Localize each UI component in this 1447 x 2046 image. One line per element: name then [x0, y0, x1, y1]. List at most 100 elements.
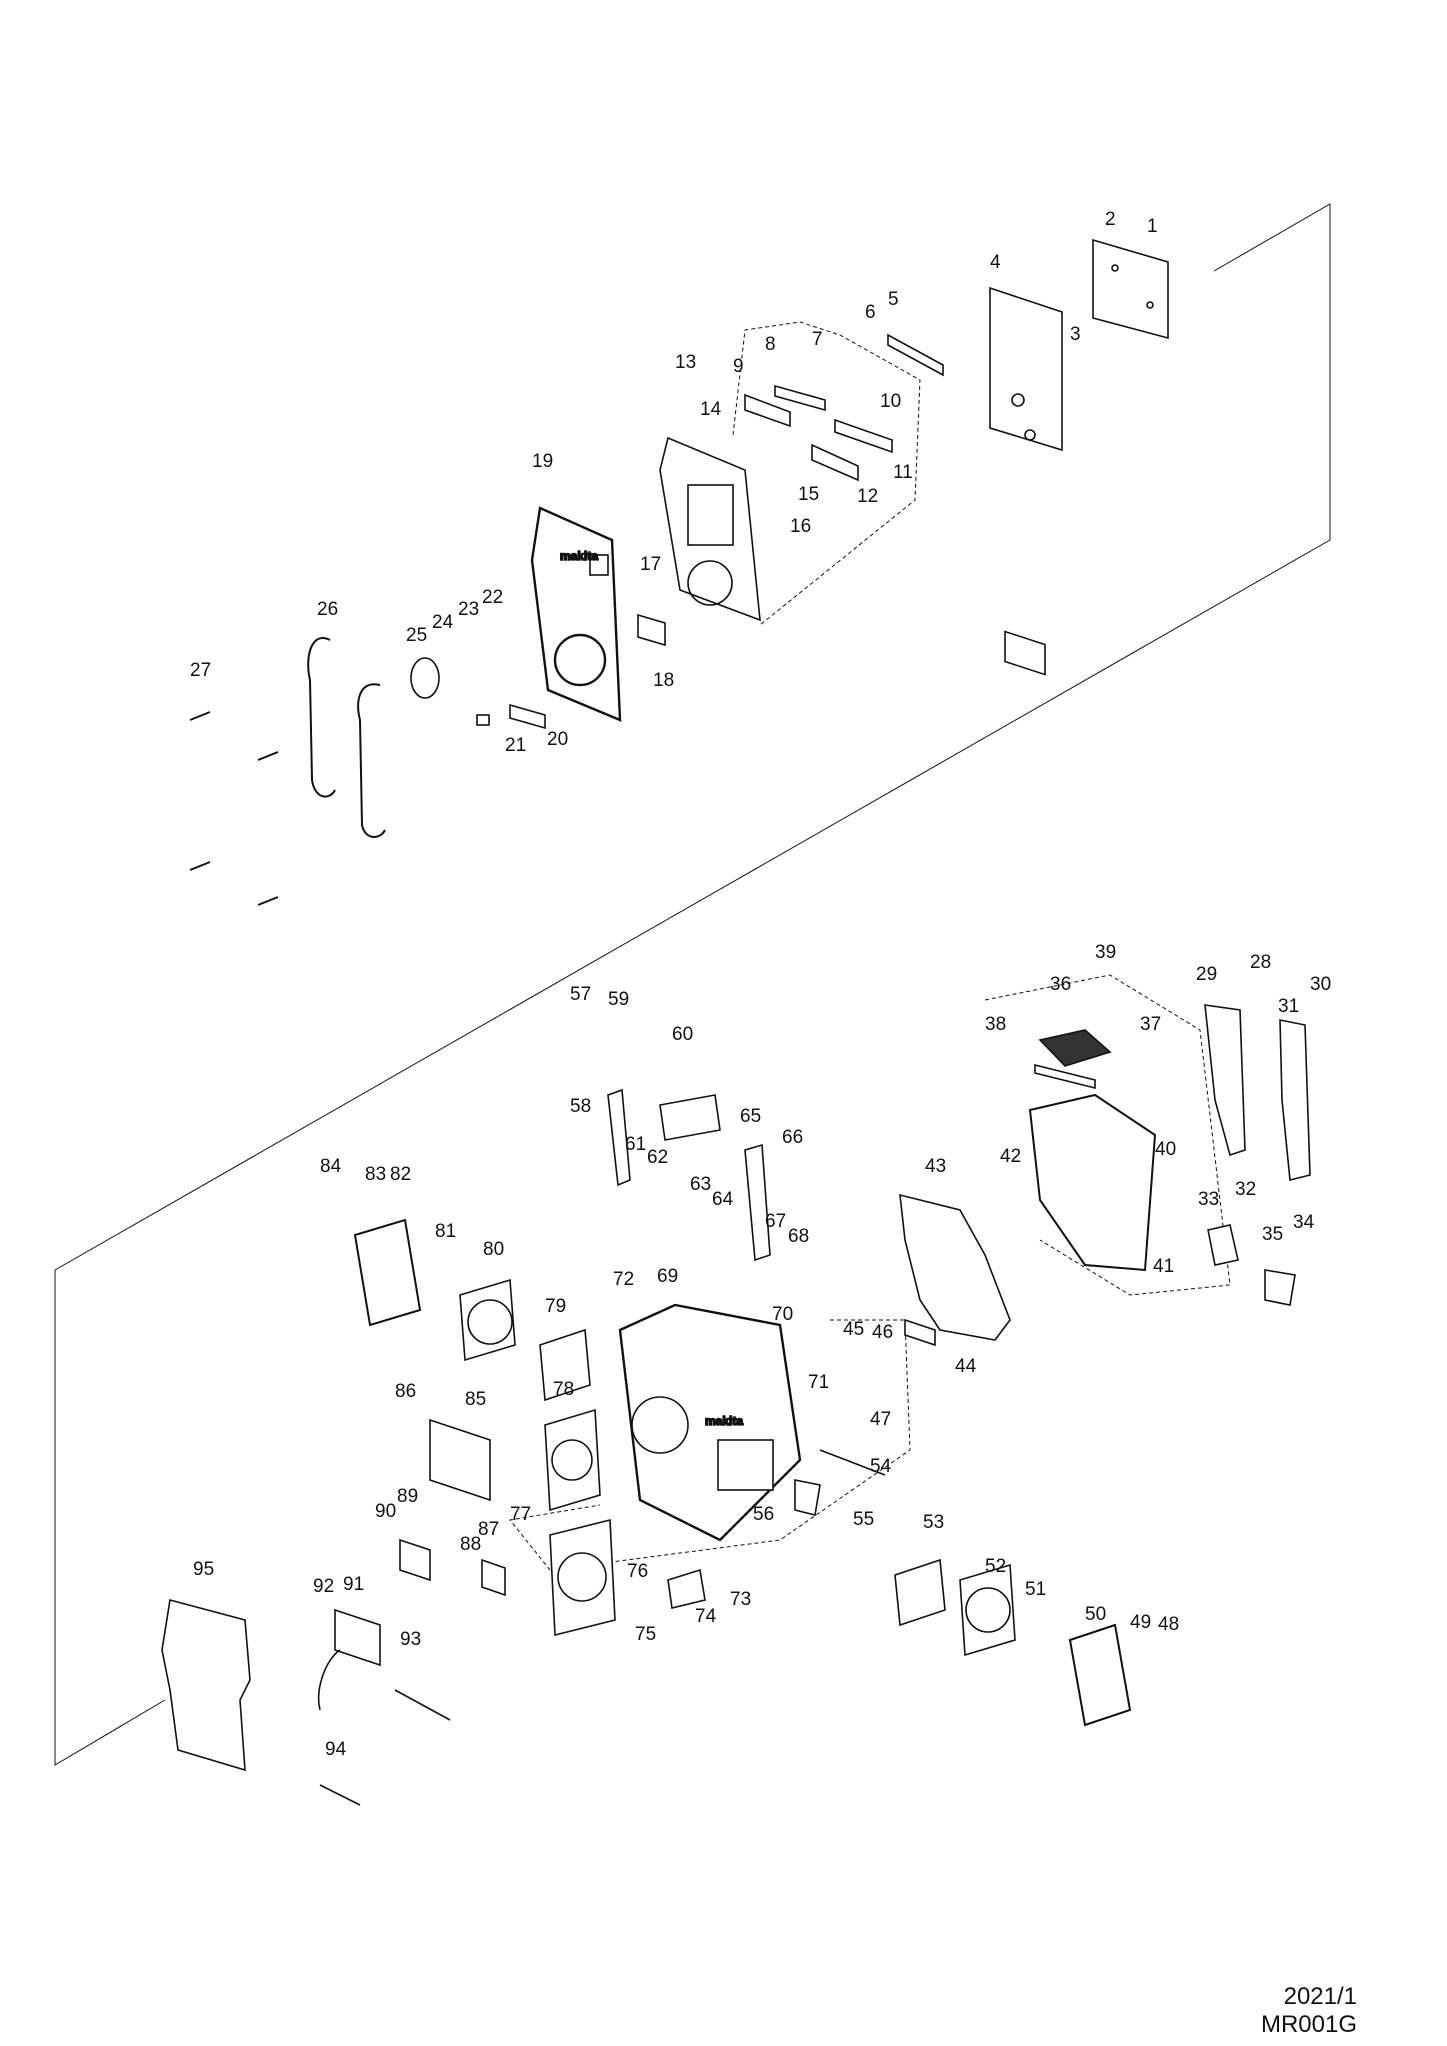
label-18 [637, 613, 666, 647]
callout-70: 70 [772, 1304, 793, 1325]
callout-18: 18 [653, 670, 674, 691]
bracket-56 [794, 1479, 821, 1516]
callout-67: 67 [765, 1211, 786, 1232]
callout-86: 86 [395, 1381, 416, 1402]
clip-21 [476, 714, 490, 726]
callout-88: 88 [460, 1534, 481, 1555]
callout-20: 20 [547, 729, 568, 750]
callout-72: 72 [613, 1269, 634, 1290]
callout-95: 95 [193, 1559, 214, 1580]
upper-section-boundary [54, 203, 1331, 1766]
circuit-board-85 [429, 1418, 491, 1502]
document-date: 2021/1 [1283, 1983, 1357, 2010]
speaker-gasket-79 [539, 1328, 591, 1402]
dashed-group-outline-39 [984, 974, 1231, 1296]
callout-89: 89 [397, 1486, 418, 1507]
speaker-frame-82 [353, 1218, 422, 1327]
callout-29: 29 [1196, 964, 1217, 985]
callout-65: 65 [740, 1106, 761, 1127]
callout-54: 54 [870, 1456, 892, 1477]
callout-37: 37 [1140, 1014, 1161, 1035]
callout-41: 41 [1153, 1256, 1174, 1277]
rod-54 [819, 1449, 886, 1476]
callout-85: 85 [465, 1389, 486, 1410]
front-housing-14 [659, 436, 761, 622]
callout-77: 77 [510, 1504, 531, 1525]
handle-65 [744, 1143, 771, 1262]
callout-58: 58 [570, 1096, 591, 1117]
callout-32: 32 [1235, 1179, 1256, 1200]
callout-3: 3 [1070, 324, 1081, 345]
callout-53: 53 [923, 1512, 944, 1533]
callout-14: 14 [700, 399, 722, 420]
switch-strip-6 [887, 333, 944, 377]
connector-73 [667, 1568, 706, 1609]
callout-19: 19 [532, 451, 553, 472]
callout-38: 38 [985, 1014, 1006, 1035]
switch-87 [481, 1558, 506, 1597]
callout-2: 2 [1105, 209, 1116, 230]
pcb-board-2 [1092, 238, 1169, 340]
speaker-frame-50 [1068, 1623, 1132, 1727]
callout-36: 36 [1050, 974, 1071, 995]
callout-9: 9 [733, 356, 744, 377]
callout-79: 79 [545, 1296, 566, 1317]
callout-24: 24 [432, 612, 454, 633]
callout-25: 25 [406, 625, 427, 646]
callout-81: 81 [435, 1221, 456, 1242]
handle-26 [307, 637, 386, 838]
callout-15: 15 [798, 484, 819, 505]
callout-34: 34 [1293, 1212, 1315, 1233]
model-number: MR001G [1260, 2011, 1357, 2038]
callout-83: 83 [365, 1164, 386, 1185]
callout-13: 13 [675, 352, 696, 373]
handle-59 [607, 1088, 631, 1187]
callout-61: 61 [625, 1134, 646, 1155]
callout-33: 33 [1198, 1189, 1219, 1210]
bracket-33 [1207, 1224, 1239, 1266]
callout-10: 10 [880, 391, 901, 412]
button-strip-12 [811, 443, 859, 482]
side-panel-31 [1279, 1019, 1311, 1182]
rod-94 [319, 1784, 361, 1806]
knob-25 [410, 657, 440, 699]
callout-92: 92 [313, 1576, 334, 1597]
callout-49: 49 [1130, 1612, 1151, 1633]
button-strip-9 [744, 393, 791, 428]
callout-48: 48 [1158, 1614, 1179, 1635]
callout-93: 93 [400, 1629, 421, 1650]
callout-76: 76 [627, 1561, 648, 1582]
callout-8: 8 [765, 334, 776, 355]
callout-40: 40 [1155, 1139, 1176, 1160]
gasket-43 [899, 1193, 1011, 1341]
callout-6: 6 [865, 302, 876, 323]
callout-59: 59 [608, 989, 629, 1010]
callout-50: 50 [1085, 1604, 1106, 1625]
gasket-95 [161, 1598, 251, 1772]
callout-75: 75 [635, 1624, 656, 1645]
callout-39: 39 [1095, 942, 1116, 963]
callout-87: 87 [478, 1519, 499, 1540]
callout-30: 30 [1310, 974, 1331, 995]
callout-71: 71 [808, 1372, 829, 1393]
bracket-20 [509, 703, 546, 730]
board-91 [317, 1608, 381, 1711]
speaker-52 [959, 1563, 1016, 1657]
callout-43: 43 [925, 1156, 946, 1177]
callout-51: 51 [1025, 1579, 1046, 1600]
callout-60: 60 [672, 1024, 693, 1045]
speaker-plate-76 [549, 1518, 616, 1637]
callout-84: 84 [320, 1156, 342, 1177]
makita-logo-front: makita [560, 549, 598, 563]
callout-31: 31 [1278, 996, 1299, 1017]
speaker-80 [459, 1278, 516, 1362]
side-panel-29 [1204, 1004, 1246, 1157]
callout-21: 21 [505, 735, 526, 756]
callout-45: 45 [843, 1319, 864, 1340]
rear-housing-41 [1028, 1093, 1157, 1272]
callout-22: 22 [482, 587, 503, 608]
front-cover-19: makita [530, 506, 622, 722]
callout-68: 68 [788, 1226, 809, 1247]
callout-73: 73 [730, 1589, 751, 1610]
